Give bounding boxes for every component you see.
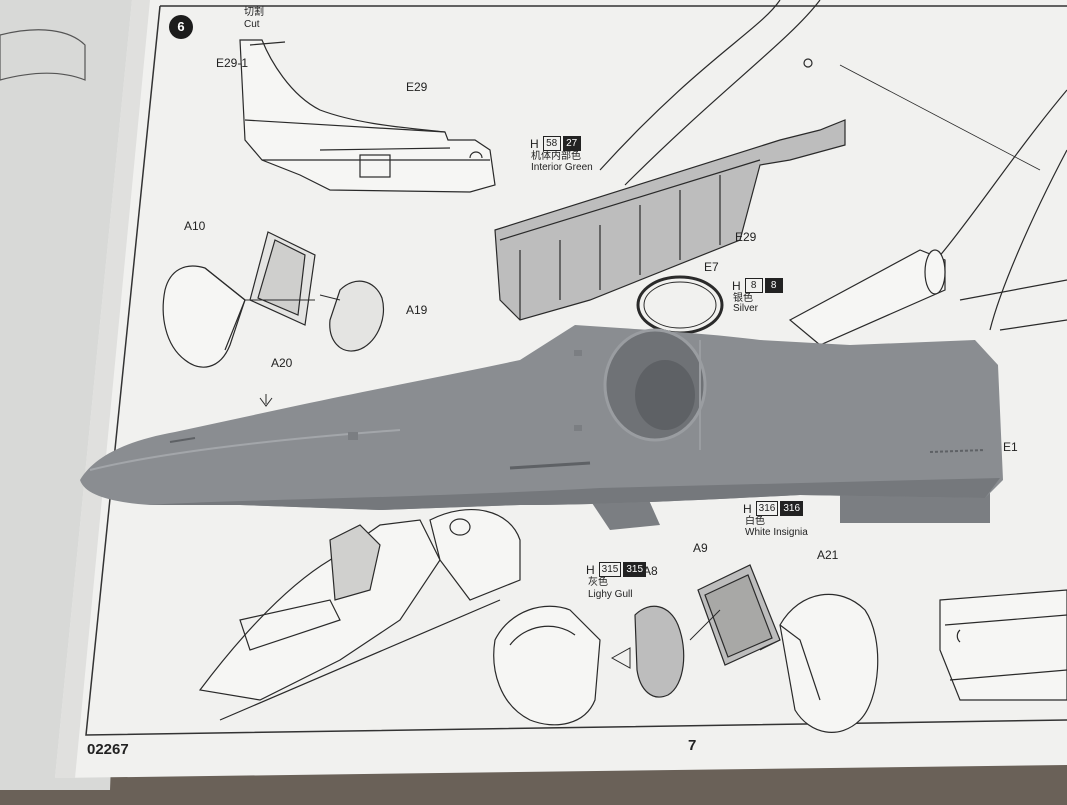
label-e7: E7 bbox=[704, 260, 719, 274]
paint-cn-interior-green: 机体内部色 bbox=[531, 151, 581, 162]
tail-fin-drawing bbox=[239, 39, 496, 193]
paint-code-light-gull: H 315 315 bbox=[586, 562, 647, 577]
label-e29-1: E29-1 bbox=[216, 56, 249, 70]
cockpit-interior bbox=[635, 360, 695, 430]
intake-cover-drawing bbox=[493, 605, 601, 726]
part-a21-drawing bbox=[779, 593, 879, 733]
panel-vents bbox=[929, 449, 986, 453]
paint-code-1: 315 bbox=[598, 562, 622, 577]
label-a10: A10 bbox=[184, 219, 206, 233]
left-page-drawing bbox=[0, 29, 86, 81]
paint-code-silver: H 8 8 bbox=[732, 278, 783, 293]
part-a19-drawing bbox=[329, 280, 384, 352]
label-a21: A21 bbox=[817, 548, 839, 562]
step-frame-side bbox=[85, 5, 1067, 736]
paint-code-2: 316 bbox=[780, 501, 804, 516]
paint-code-white-insignia: H 316 316 bbox=[743, 501, 804, 516]
arrow-a21 bbox=[759, 639, 781, 651]
label-e29-cockpit: E29 bbox=[735, 230, 757, 244]
paint-cn-white-insignia: 白色 bbox=[745, 516, 765, 527]
left-arrow bbox=[610, 647, 631, 669]
panel-line-2 bbox=[169, 437, 196, 443]
right-fuselage-drawing bbox=[899, 89, 1067, 331]
paint-code-2: 8 bbox=[764, 278, 783, 293]
paint-code-1: 8 bbox=[744, 278, 763, 293]
arrow-a19 bbox=[319, 294, 341, 301]
panel-line-1 bbox=[509, 461, 591, 470]
paint-en-white-insignia: White Insignia bbox=[745, 527, 808, 538]
paint-en-interior-green: Interior Green bbox=[531, 162, 593, 173]
kit-number: 02267 bbox=[87, 741, 129, 758]
paint-h: H bbox=[743, 501, 752, 516]
cut-label-cn: 切割 bbox=[244, 7, 264, 18]
fuselage-detail-2 bbox=[574, 350, 582, 356]
lower-right-drawing bbox=[939, 589, 1067, 701]
label-a20: A20 bbox=[271, 356, 293, 370]
paint-code-2: 315 bbox=[623, 562, 647, 577]
paint-cn-light-gull: 灰色 bbox=[588, 577, 608, 588]
paint-h: H bbox=[586, 562, 595, 577]
part-a8-drawing bbox=[634, 605, 685, 698]
paint-cn-silver: 银色 bbox=[733, 293, 753, 304]
fuselage-shadow bbox=[150, 478, 1000, 510]
paint-h: H bbox=[530, 136, 539, 151]
paint-code-interior-green: H 58 27 bbox=[530, 136, 581, 151]
paint-code-1: 58 bbox=[542, 136, 561, 151]
paint-en-light-gull: Lighy Gull bbox=[588, 589, 633, 600]
label-e29-top: E29 bbox=[406, 80, 428, 94]
lower-cockpit-drawing bbox=[198, 509, 521, 721]
fuselage-highlight bbox=[89, 429, 401, 471]
page-fold-shadow bbox=[55, 0, 150, 778]
cockpit-tub-drawing bbox=[494, 0, 1041, 321]
label-a9: A9 bbox=[693, 541, 708, 555]
label-a8: A8 bbox=[643, 564, 658, 578]
step-number: 6 bbox=[169, 15, 193, 39]
fuselage-body bbox=[80, 325, 1003, 510]
paint-en-silver: Silver bbox=[733, 303, 759, 314]
paint-code-2: 27 bbox=[562, 136, 581, 151]
down-arrow bbox=[259, 394, 273, 407]
page-number: 7 bbox=[688, 737, 697, 754]
cut-label-en: Cut bbox=[244, 19, 260, 30]
arrow-a9 bbox=[689, 609, 721, 641]
part-a20-drawing bbox=[249, 231, 316, 326]
label-e1: E1 bbox=[1003, 440, 1018, 454]
intake-cylinder-drawing bbox=[788, 249, 946, 346]
fuselage-detail-1 bbox=[348, 432, 358, 440]
plastic-fuselage bbox=[80, 325, 1003, 530]
label-a19: A19 bbox=[406, 303, 428, 317]
paint-code-1: 316 bbox=[755, 501, 779, 516]
fuselage-detail-3 bbox=[574, 425, 582, 431]
paint-h: H bbox=[732, 278, 741, 293]
